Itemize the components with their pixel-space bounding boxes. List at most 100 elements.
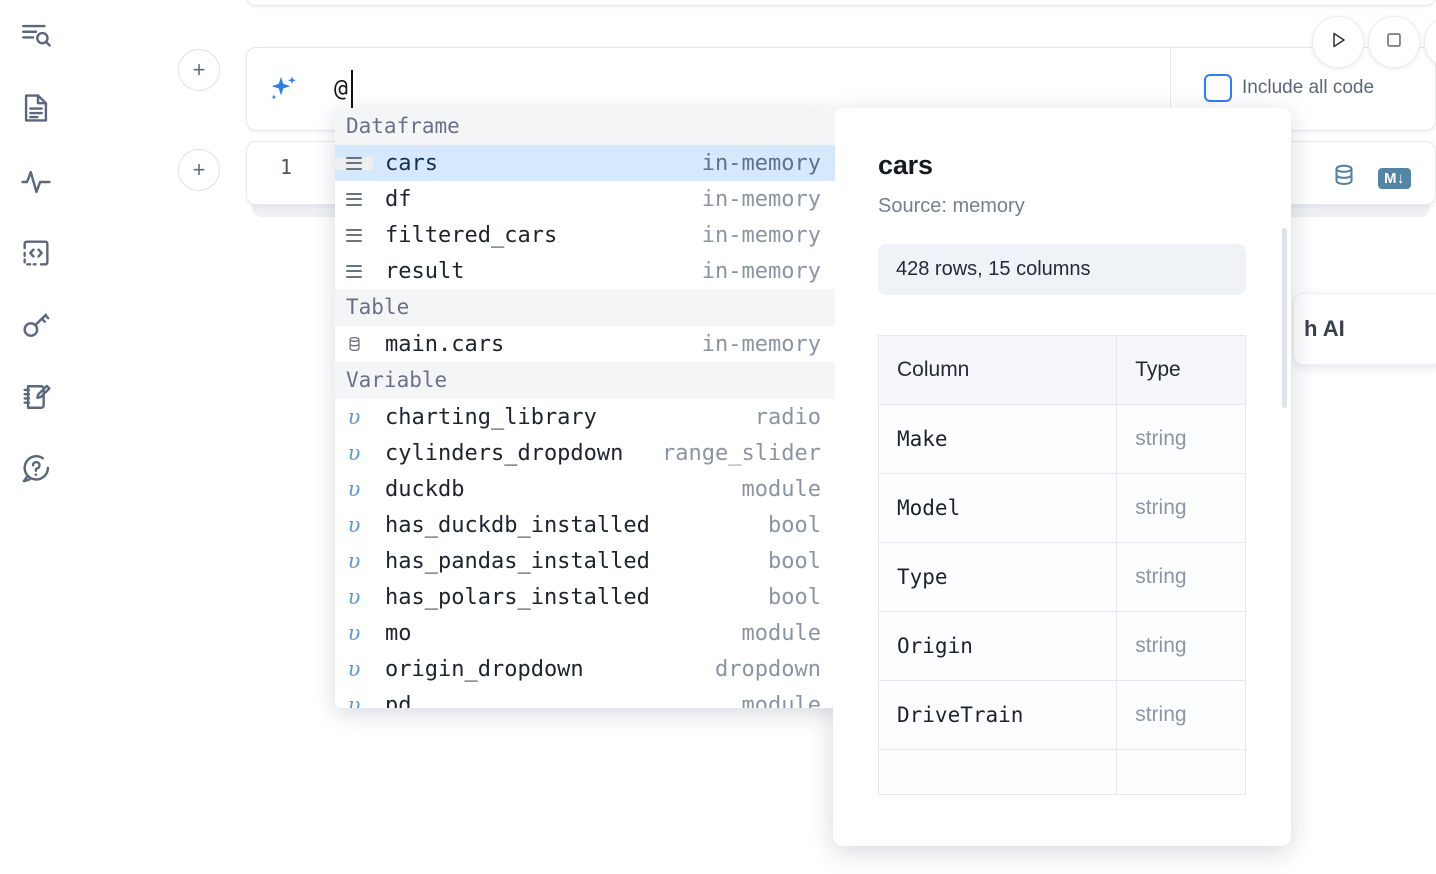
sidebar-item-activity[interactable] (16, 162, 56, 202)
sidebar-item-outline-search[interactable] (16, 16, 56, 56)
square-stop-icon (1383, 29, 1405, 56)
preview-column-type: string (1116, 404, 1246, 474)
stop-button[interactable] (1368, 16, 1420, 68)
table-row (877, 749, 1246, 795)
preview-source: Source: memory (878, 195, 1025, 217)
text-caret (351, 70, 353, 108)
autocomplete-group-header: Variable (335, 362, 835, 399)
sidebar-item-scratchpad[interactable] (16, 377, 56, 417)
autocomplete-item-name: mo (385, 620, 412, 646)
dataframe-icon (335, 192, 373, 206)
database-icon[interactable] (1330, 162, 1358, 195)
autocomplete-item-type: bool (768, 584, 821, 610)
variable-icon: υ (347, 441, 361, 465)
dataframe-icon (335, 156, 373, 170)
autocomplete-item-type: bool (768, 548, 821, 574)
plus-icon: + (192, 57, 206, 82)
autocomplete-item-name: main.cars (385, 331, 505, 357)
sidebar-item-file[interactable] (16, 88, 56, 128)
autocomplete-item-type: module (741, 620, 821, 646)
autocomplete-item-name: origin_dropdown (385, 656, 584, 682)
autocomplete-dropdown[interactable]: Dataframe cars in-memory df in-memory filtere… (335, 108, 835, 708)
dataframe-icon (335, 228, 373, 242)
preview-table-header-cell: Type (1116, 335, 1246, 405)
autocomplete-item-type: radio (754, 404, 821, 430)
autocomplete-item[interactable]: df in-memory (335, 181, 835, 217)
autocomplete-item-name: df (385, 186, 412, 212)
notebook-pencil-icon (19, 380, 53, 414)
preview-column-type: string (1116, 542, 1246, 612)
sidebar-item-help[interactable] (16, 449, 56, 489)
include-all-code-checkbox[interactable] (1204, 74, 1232, 102)
preview-column-type: string (1116, 611, 1246, 681)
autocomplete-item[interactable]: cars in-memory (335, 145, 835, 181)
variable-icon: υ (347, 549, 361, 573)
ai-suggestion-card-label: h AI (1304, 316, 1345, 341)
dataframe-icon (335, 264, 373, 278)
autocomplete-item-type: in-memory (701, 150, 821, 176)
add-cell-button-top[interactable]: + (178, 49, 220, 91)
autocomplete-item-name: has_polars_installed (385, 584, 650, 610)
autocomplete-item-type: module (741, 692, 821, 709)
preview-column-name: Origin (877, 611, 1118, 681)
variable-icon: υ (347, 621, 361, 645)
ai-prompt-input[interactable]: @ (334, 76, 348, 102)
variable-icon: υ (347, 405, 361, 429)
help-chat-icon (19, 452, 53, 486)
preview-column-type: string (1116, 473, 1246, 543)
preview-table-header-cell: Column (877, 335, 1118, 405)
autocomplete-item[interactable]: main.cars in-memory (335, 326, 835, 362)
table-icon (335, 335, 373, 353)
preview-column-name: Model (877, 473, 1118, 543)
sidebar-item-secrets[interactable] (16, 305, 56, 345)
ai-suggestion-card[interactable]: h AI (1293, 293, 1436, 365)
preview-column-type (1116, 749, 1246, 795)
autocomplete-group-header: Dataframe (335, 108, 835, 145)
variable-icon: υ (347, 513, 361, 537)
autocomplete-item-name: cars (385, 150, 438, 176)
cell-toolbar: M↓ (1330, 162, 1411, 195)
autocomplete-item-name: pd (385, 692, 412, 709)
include-all-code-row[interactable]: Include all code (1204, 74, 1374, 102)
dataset-preview-panel: cars Source: memory 428 rows, 15 columns… (833, 108, 1291, 846)
autocomplete-item-name: cylinders_dropdown (385, 440, 624, 466)
activity-pulse-icon (19, 165, 53, 199)
autocomplete-item-name: has_duckdb_installed (385, 512, 650, 538)
prompt-divider (1170, 47, 1171, 131)
run-button[interactable] (1312, 16, 1364, 68)
autocomplete-item-type: in-memory (701, 186, 821, 212)
preview-column-name: Type (877, 542, 1118, 612)
cell-above-partial (246, 0, 1436, 6)
variable-icon: υ (347, 477, 361, 501)
plus-icon: + (192, 157, 206, 182)
autocomplete-list: Dataframe cars in-memory df in-memory filtere… (335, 108, 835, 708)
preview-scrollbar[interactable] (1282, 228, 1287, 408)
autocomplete-item-type: module (741, 476, 821, 502)
autocomplete-item-name: has_pandas_installed (385, 548, 650, 574)
add-cell-button-bottom[interactable]: + (178, 149, 220, 191)
preview-title: cars (878, 150, 933, 180)
autocomplete-item[interactable]: υ has_pandas_installed bool (335, 543, 835, 579)
autocomplete-item-type: in-memory (701, 331, 821, 357)
sidebar-item-snippets[interactable] (16, 233, 56, 273)
code-brackets-icon (19, 236, 53, 270)
markdown-badge[interactable]: M↓ (1378, 168, 1411, 189)
